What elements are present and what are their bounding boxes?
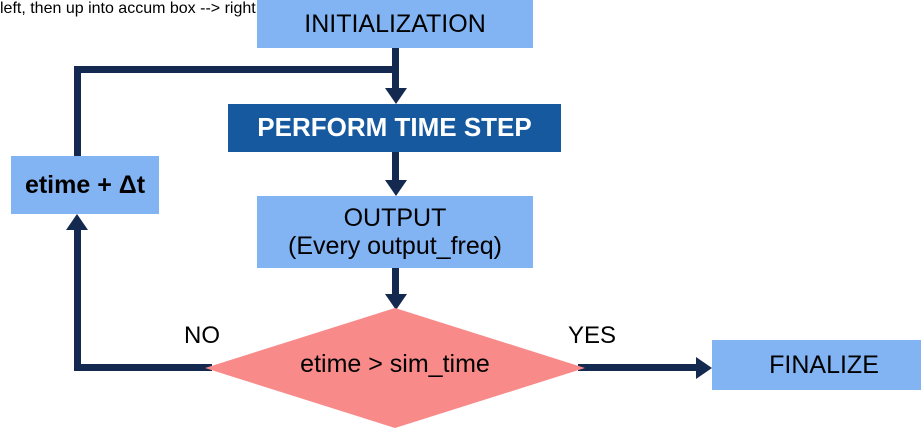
connector-feedback-top — [74, 66, 396, 73]
node-perform-time-step-label: PERFORM TIME STEP — [257, 112, 532, 143]
connector-no-horizontal — [74, 364, 212, 371]
node-finalize-label: FINALIZE — [769, 351, 879, 379]
node-initialization[interactable]: INITIALIZATION — [257, 0, 533, 48]
connector-timestep-to-output — [392, 152, 399, 182]
node-decision-etime[interactable]: etime > sim_time — [205, 308, 585, 428]
node-finalize[interactable]: FINALIZE — [712, 340, 921, 390]
node-accumulate-time[interactable]: etime + Δt — [11, 156, 159, 214]
connector-no-riser — [74, 230, 81, 368]
node-decision-label: etime > sim_time — [300, 350, 490, 378]
edge-label-yes: YES — [568, 322, 617, 349]
node-output[interactable]: OUTPUT (Every output_freq) — [257, 196, 533, 268]
arrowhead-into-accum — [66, 214, 88, 230]
node-accumulate-time-label: etime + Δt — [24, 171, 146, 199]
node-initialization-label: INITIALIZATION — [304, 10, 486, 38]
node-output-label-line1: OUTPUT — [343, 204, 447, 232]
connector-output-to-decision — [392, 268, 399, 296]
arrowhead-into-finalize — [696, 357, 712, 379]
arrowhead-into-output — [385, 180, 407, 196]
node-output-label-line2: (Every output_freq) — [288, 232, 502, 260]
arrowhead-into-decision — [385, 294, 407, 310]
edge-label-no: NO — [184, 322, 220, 349]
connector-yes-horizontal — [578, 364, 698, 371]
connector-accum-riser — [74, 66, 81, 156]
arrowhead-into-timestep — [385, 88, 407, 104]
node-perform-time-step[interactable]: PERFORM TIME STEP — [228, 104, 561, 152]
